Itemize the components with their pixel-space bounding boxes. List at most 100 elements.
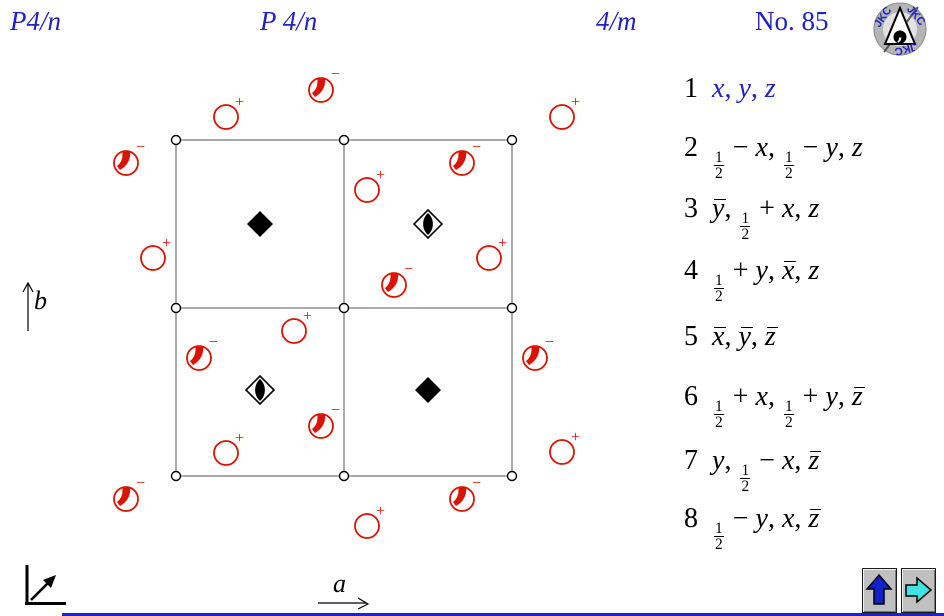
symmetry-operation-row: 5 x, y, z xyxy=(672,319,778,354)
jkc-logo-text: JKC xyxy=(893,40,917,57)
svg-text:,: , xyxy=(189,304,209,370)
svg-text:,: , xyxy=(311,372,331,438)
general-position-circle: + xyxy=(140,235,171,271)
inverted-position-comma: ,− xyxy=(381,231,413,298)
inverted-position-comma: ,− xyxy=(449,445,481,512)
general-position-circle: + xyxy=(549,429,580,465)
svg-text:,: , xyxy=(452,445,472,511)
inverted-position-comma: ,− xyxy=(449,109,481,176)
general-position-circle: + xyxy=(281,308,312,344)
point-group-symbol: 4/m xyxy=(596,6,637,36)
svg-text:−: − xyxy=(545,334,554,351)
up-arrow-icon xyxy=(865,573,893,605)
bottom-frame-bar xyxy=(62,613,944,616)
svg-text:+: + xyxy=(162,235,171,252)
svg-text:−: − xyxy=(136,475,145,492)
svg-text:−: − xyxy=(331,66,340,83)
general-position-circle: + xyxy=(354,167,385,203)
svg-text:+: + xyxy=(235,94,244,111)
operation-coordinates: x, y, z xyxy=(712,321,778,352)
inversion-center-node xyxy=(506,470,518,482)
general-position-circle: + xyxy=(549,94,580,130)
inversion-center-node xyxy=(506,302,518,314)
spacegroup-short-symbol: P4/n xyxy=(10,6,61,36)
svg-text:−: − xyxy=(136,139,145,156)
svg-text:+: + xyxy=(571,94,580,111)
svg-text:+: + xyxy=(376,503,385,520)
inverted-position-comma: ,− xyxy=(308,372,340,439)
a-axis-arrow xyxy=(318,597,370,610)
spacegroup-number: No. 85 xyxy=(755,6,829,36)
svg-text:,: , xyxy=(897,25,903,44)
inverted-position-comma: ,− xyxy=(113,445,145,512)
svg-text:,: , xyxy=(452,109,472,175)
general-position-circle: + xyxy=(354,503,385,539)
nav-up-button[interactable] xyxy=(862,568,897,613)
svg-text:+: + xyxy=(376,167,385,184)
inversion-center-node xyxy=(338,302,350,314)
general-position-circle: + xyxy=(213,430,244,466)
svg-text:+: + xyxy=(498,235,507,252)
symmetry-operation-row: 1 x, y, z xyxy=(672,71,776,106)
a-axis-label: a xyxy=(333,569,346,598)
operation-number: 6 xyxy=(684,381,698,412)
operation-number: 4 xyxy=(684,255,698,286)
svg-text:,: , xyxy=(311,36,331,102)
general-position-circle: + xyxy=(476,235,507,271)
inversion-center-node xyxy=(338,470,350,482)
nav-next-button[interactable] xyxy=(901,568,936,613)
operation-number: 1 xyxy=(684,73,698,104)
operation-coordinates: x, y, z xyxy=(712,73,776,104)
svg-text:−: − xyxy=(404,261,413,278)
inversion-center-node xyxy=(170,302,182,314)
inverted-position-comma: ,− xyxy=(308,36,340,103)
spacegroup-full-symbol: P 4/n xyxy=(260,6,318,36)
b-axis-label: b xyxy=(34,286,47,315)
right-arrow-icon xyxy=(905,576,933,604)
fourfold-inversion-axis-icon xyxy=(412,208,444,240)
inversion-center-node xyxy=(170,134,182,146)
svg-text:−: − xyxy=(331,402,340,419)
fourfold-axis-icon xyxy=(415,377,441,403)
operation-number: 8 xyxy=(684,503,698,534)
svg-text:+: + xyxy=(303,308,312,325)
inverted-position-comma: ,− xyxy=(522,304,554,371)
inverted-position-comma: ,− xyxy=(186,304,218,371)
inversion-center-node xyxy=(506,134,518,146)
inversion-center-node xyxy=(170,470,182,482)
operation-number: 3 xyxy=(684,193,698,224)
b-axis-arrow xyxy=(22,281,34,331)
origin-axes-glyph xyxy=(25,565,66,605)
fourfold-inversion-axis-icon xyxy=(244,374,276,406)
svg-text:−: − xyxy=(472,139,481,156)
inverted-position-comma: ,− xyxy=(113,109,145,176)
inversion-center-node xyxy=(338,134,350,146)
svg-text:+: + xyxy=(235,430,244,447)
fourfold-axis-icon xyxy=(247,211,273,237)
general-position-circle: + xyxy=(213,94,244,130)
svg-text:,: , xyxy=(116,445,136,511)
svg-text:+: + xyxy=(571,429,580,446)
operation-number: 5 xyxy=(684,321,698,352)
operation-number: 2 xyxy=(684,132,698,163)
svg-text:,: , xyxy=(116,109,136,175)
svg-text:−: − xyxy=(472,475,481,492)
svg-text:,: , xyxy=(384,231,404,297)
svg-text:,: , xyxy=(525,304,545,370)
operation-number: 7 xyxy=(684,445,698,476)
